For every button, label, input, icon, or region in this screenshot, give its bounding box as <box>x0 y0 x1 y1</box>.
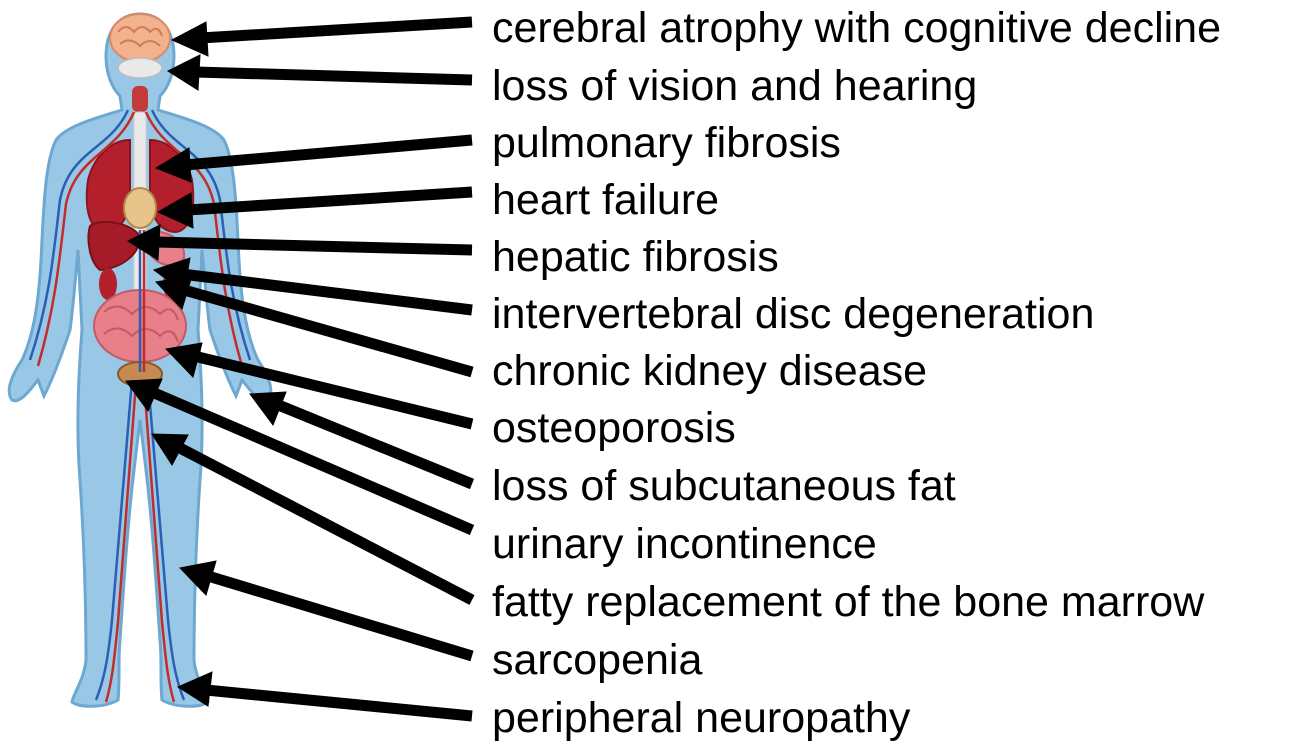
label-cerebral: cerebral atrophy with cognitive decline <box>492 4 1221 52</box>
arrow-neuropathy <box>178 672 472 716</box>
eyes <box>118 58 162 78</box>
label-fat: loss of subcutaneous fat <box>492 462 956 510</box>
label-pulmonary: pulmonary fibrosis <box>492 119 841 167</box>
label-urinary: urinary incontinence <box>492 520 877 568</box>
label-hepatic: hepatic fibrosis <box>492 233 779 281</box>
arrow-vision <box>168 55 472 90</box>
label-sarcopenia: sarcopenia <box>492 636 702 684</box>
label-neuropathy: peripheral neuropathy <box>492 694 911 741</box>
arrow-cerebral <box>172 22 472 56</box>
label-disc: intervertebral disc degeneration <box>492 290 1094 338</box>
brain <box>110 14 170 62</box>
label-marrow: fatty replacement of the bone marrow <box>492 578 1205 626</box>
heart <box>124 188 156 228</box>
arrow-fat <box>250 392 472 484</box>
throat <box>132 86 148 112</box>
label-vision: loss of vision and hearing <box>492 62 977 110</box>
condition-labels: cerebral atrophy with cognitive decline … <box>492 4 1221 741</box>
label-osteo: osteoporosis <box>492 404 736 452</box>
label-kidney: chronic kidney disease <box>492 347 927 395</box>
label-heart: heart failure <box>492 176 719 224</box>
